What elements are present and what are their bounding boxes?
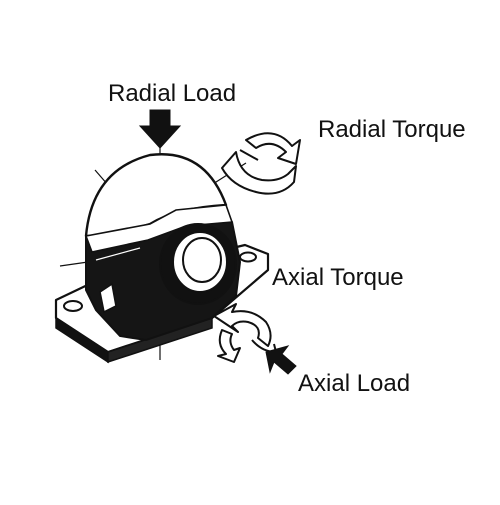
mounting-hole-left [63,300,83,312]
radial-torque-label: Radial Torque [318,116,466,143]
axial-load-label: Axial Load [298,370,411,397]
mounting-hole-right [239,251,257,263]
grease-fitting [99,282,117,314]
axial-torque-label: Axial Torque [272,264,404,291]
axis-tick-bottom-left [59,261,89,267]
radial-load-label: Radial Load [108,80,237,107]
radial-torque-arrow-icon [221,132,301,195]
bearing-bore [159,223,237,305]
down-arrow-icon [138,109,182,149]
diagonal-arrow-icon [265,345,297,375]
